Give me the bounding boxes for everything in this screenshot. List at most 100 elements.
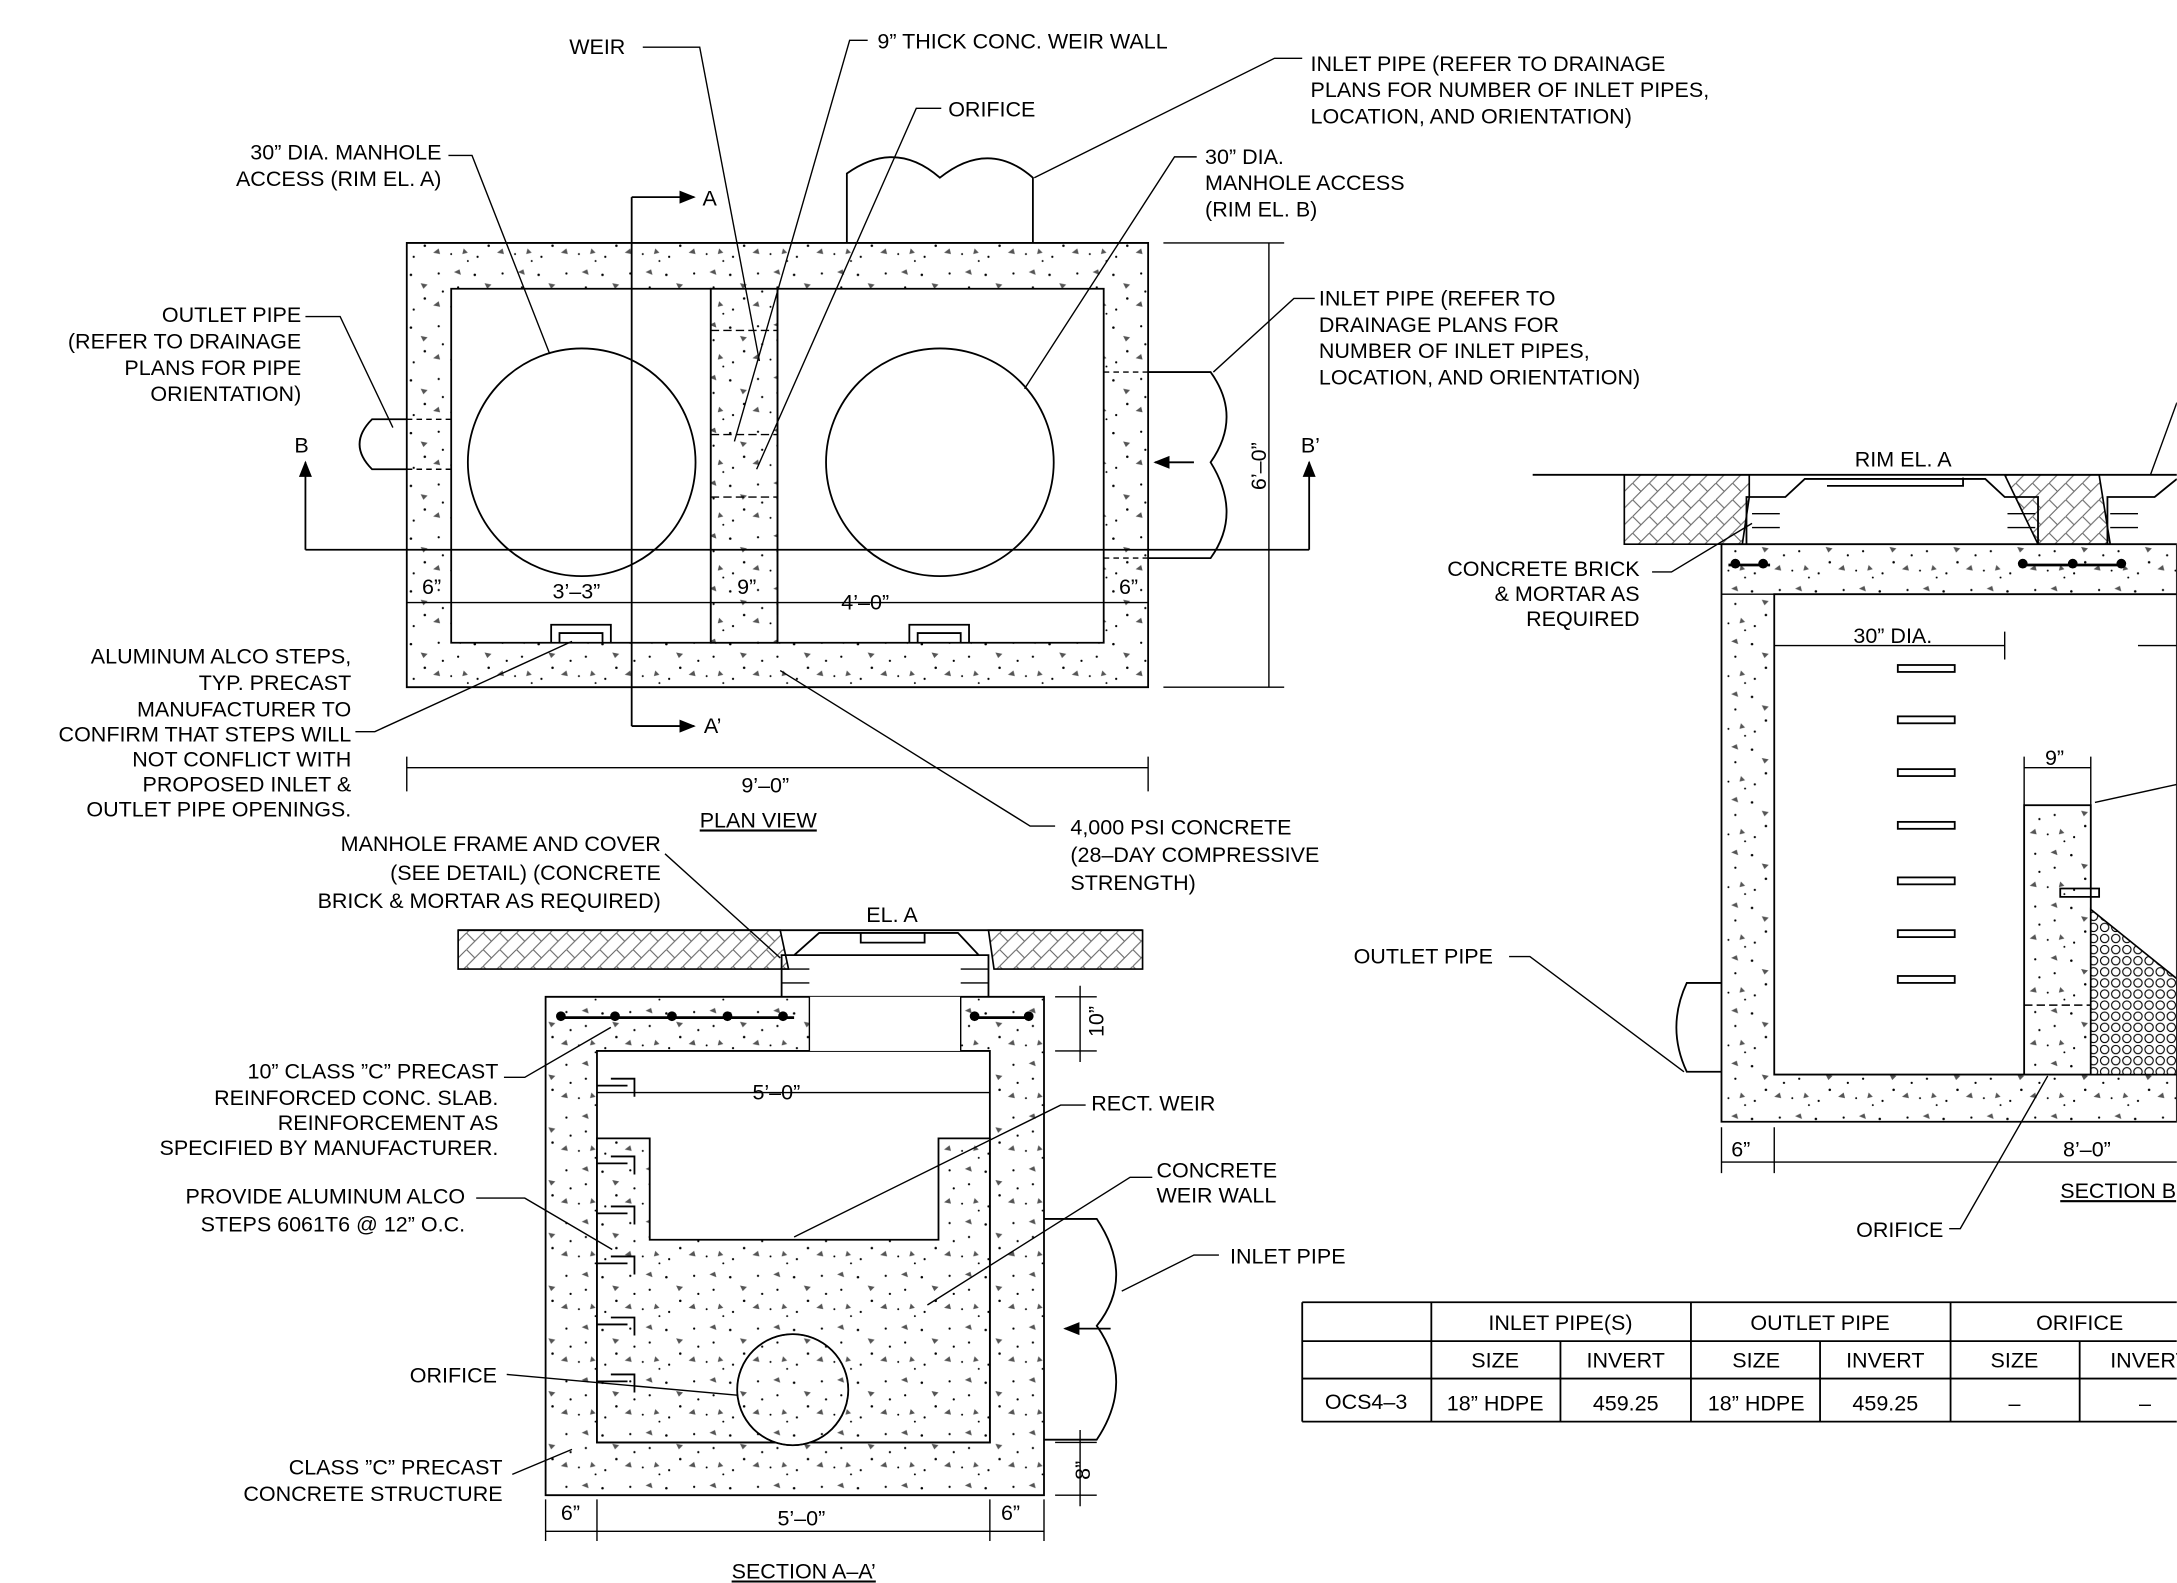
label-slab: 10” CLASS ”C” PRECAST REINFORCED CONC. S… [160, 1060, 499, 1160]
inlet-pipe-top [845, 156, 1034, 243]
leader-weir-wall-aa [927, 1176, 1153, 1306]
label-slab-1: 10” CLASS ”C” PRECAST [247, 1060, 498, 1084]
leader-steps-aa [476, 1197, 613, 1251]
label-steps-7: OUTLET PIPE OPENINGS. [86, 797, 351, 821]
plan-dim-ticks [450, 590, 1105, 616]
weir-dim [2023, 756, 2092, 806]
dim-aa-right: 6” [1001, 1501, 1020, 1525]
dim-8: 8” [1071, 1461, 1095, 1480]
label-manhole-b-3: (RIM EL. B) [1205, 198, 1317, 222]
label-structure: CLASS ”C” PRECAST CONCRETE STRUCTURE [243, 1455, 502, 1505]
table-cell-4: 459.25 [1852, 1392, 1918, 1416]
leader-structure [512, 1448, 573, 1476]
table-cell-1: 18” HDPE [1447, 1392, 1544, 1416]
dim-6-left: 6” [422, 575, 441, 599]
section-step-hooks [610, 1077, 636, 1393]
inlet-pipe-right [1148, 371, 1228, 559]
label-brick: CONCRETE BRICK & MORTAR AS REQUIRED [1447, 557, 1640, 631]
table-sub-4: INVERT [1846, 1348, 1924, 1372]
label-slab-3: REINFORCEMENT AS [278, 1111, 499, 1135]
rebar-dots [556, 1011, 1034, 1022]
label-manhole-b: 30” DIA. MANHOLE ACCESS (RIM EL. B) [1205, 145, 1405, 222]
leader-outlet-b [1509, 955, 1685, 1073]
label-steps-aa: PROVIDE ALUMINUM ALCO STEPS 6061T6 @ 12”… [186, 1185, 466, 1237]
leader-weir-b [2094, 783, 2177, 804]
plan-step-2 [908, 623, 970, 643]
outlet-pipe [358, 418, 407, 471]
weir-wall-section [596, 1137, 991, 1444]
label-inlet-right-4: LOCATION, AND ORIENTATION) [1319, 366, 1640, 390]
label-concrete: 4,000 PSI CONCRETE (28–DAY COMPRESSIVE S… [1070, 815, 1319, 895]
label-steps-5: NOT CONFLICT WITH [132, 747, 351, 771]
brick-b [1752, 512, 2138, 529]
dim-9-0: 9’–0” [741, 774, 789, 798]
label-weir-wall-aa-1: CONCRETE [1156, 1158, 1277, 1182]
table-sub-3: SIZE [1732, 1348, 1780, 1372]
label-structure-2: CONCRETE STRUCTURE [243, 1482, 502, 1506]
label-inlet-right-3: NUMBER OF INLET PIPES, [1319, 339, 1590, 363]
plan-weir-wall [709, 287, 779, 644]
manhole-a-circle [466, 347, 697, 578]
leader-inlet-b [2149, 402, 2177, 476]
label-weir-wall-aa-2: WEIR WALL [1156, 1183, 1276, 1207]
leader-brick [1652, 522, 1753, 573]
dim-10: 10” [1085, 1006, 1109, 1037]
label-brick-3: REQUIRED [1526, 607, 1639, 631]
soil-b-mid [2003, 473, 2112, 546]
leader-inlet-top [1033, 57, 1303, 179]
leader-concrete [779, 669, 1056, 827]
label-frame-2: (SEE DETAIL) (CONCRETE [390, 861, 661, 885]
table-sub-5: SIZE [1991, 1348, 2039, 1372]
table-cell-5: – [2008, 1392, 2020, 1416]
table-cell-2: 459.25 [1593, 1392, 1659, 1416]
pipe-schedule-table: INLET PIPE(S) OUTLET PIPE ORIFICE SIZE I… [1301, 1301, 2177, 1423]
plan-overall-dim [406, 756, 1149, 792]
section-inlet-pipe [1044, 1218, 1118, 1441]
label-manhole-a-1: 30” DIA. MANHOLE [250, 141, 441, 165]
soil-left [457, 929, 790, 970]
section-aa: MANHOLE FRAME AND COVER (SEE DETAIL) (CO… [160, 832, 1346, 1583]
table-sub-2: INVERT [1586, 1348, 1664, 1372]
label-weir-wall-aa: CONCRETE WEIR WALL [1156, 1158, 1277, 1207]
dim-9: 9” [737, 575, 756, 599]
label-steps-2: TYP. PRECAST [199, 671, 352, 695]
label-outlet-2: (REFER TO DRAINAGE [68, 329, 301, 353]
label-frame-3: BRICK & MORTAR AS REQUIRED) [318, 889, 661, 913]
dim-6-0: 6’–0” [1247, 442, 1271, 490]
label-inlet-right-1: INLET PIPE (REFER TO [1319, 286, 1556, 310]
leader-manhole-b [1023, 156, 1197, 390]
label-steps-4: CONFIRM THAT STEPS WILL [59, 722, 352, 746]
dim-aa-left: 6” [561, 1501, 580, 1525]
dim-aa-width: 5’–0” [777, 1507, 825, 1531]
table-sub-6: INVERT [2110, 1348, 2177, 1372]
stone-fill [2089, 907, 2177, 1076]
label-inlet-top-3: LOCATION, AND ORIENTATION) [1311, 105, 1632, 129]
brick-courses [781, 968, 989, 984]
label-steps-aa-1: PROVIDE ALUMINUM ALCO [186, 1185, 466, 1209]
dim-inner-5-0: 5’–0” [752, 1081, 800, 1105]
leader-orifice-aa [506, 1373, 738, 1396]
weir-wall-b [2023, 804, 2092, 1076]
bottom-dims [544, 1499, 1045, 1542]
label-outlet-4: ORIENTATION) [150, 382, 301, 406]
dim-6-right: 6” [1119, 575, 1138, 599]
section-b-steps [1896, 664, 1956, 984]
label-steps-1: ALUMINUM ALCO STEPS, [91, 645, 351, 669]
label-concrete-1: 4,000 PSI CONCRETE [1070, 815, 1291, 839]
label-slab-2: REINFORCED CONC. SLAB. [214, 1086, 498, 1110]
label-steps: ALUMINUM ALCO STEPS, TYP. PRECAST MANUFA… [59, 645, 352, 822]
label-weir-wall: 9” THICK CONC. WEIR WALL [877, 30, 1167, 54]
label-slab-4: SPECIFIED BY MANUFACTURER. [160, 1136, 499, 1160]
dim-8-0: 8’–0” [2063, 1137, 2111, 1161]
dim-4-0: 4’–0” [841, 590, 889, 614]
cut-label-b2: B’ [1301, 434, 1320, 458]
leader-orifice-b [1949, 1075, 2049, 1230]
label-manhole-a-2: ACCESS (RIM EL. A) [236, 167, 442, 191]
table-sub-1: SIZE [1471, 1348, 1519, 1372]
label-weir: WEIR [569, 35, 625, 59]
section-b-outlet-pipe [1675, 982, 1722, 1073]
access-opening [809, 996, 961, 1051]
leader-outlet [305, 315, 394, 428]
